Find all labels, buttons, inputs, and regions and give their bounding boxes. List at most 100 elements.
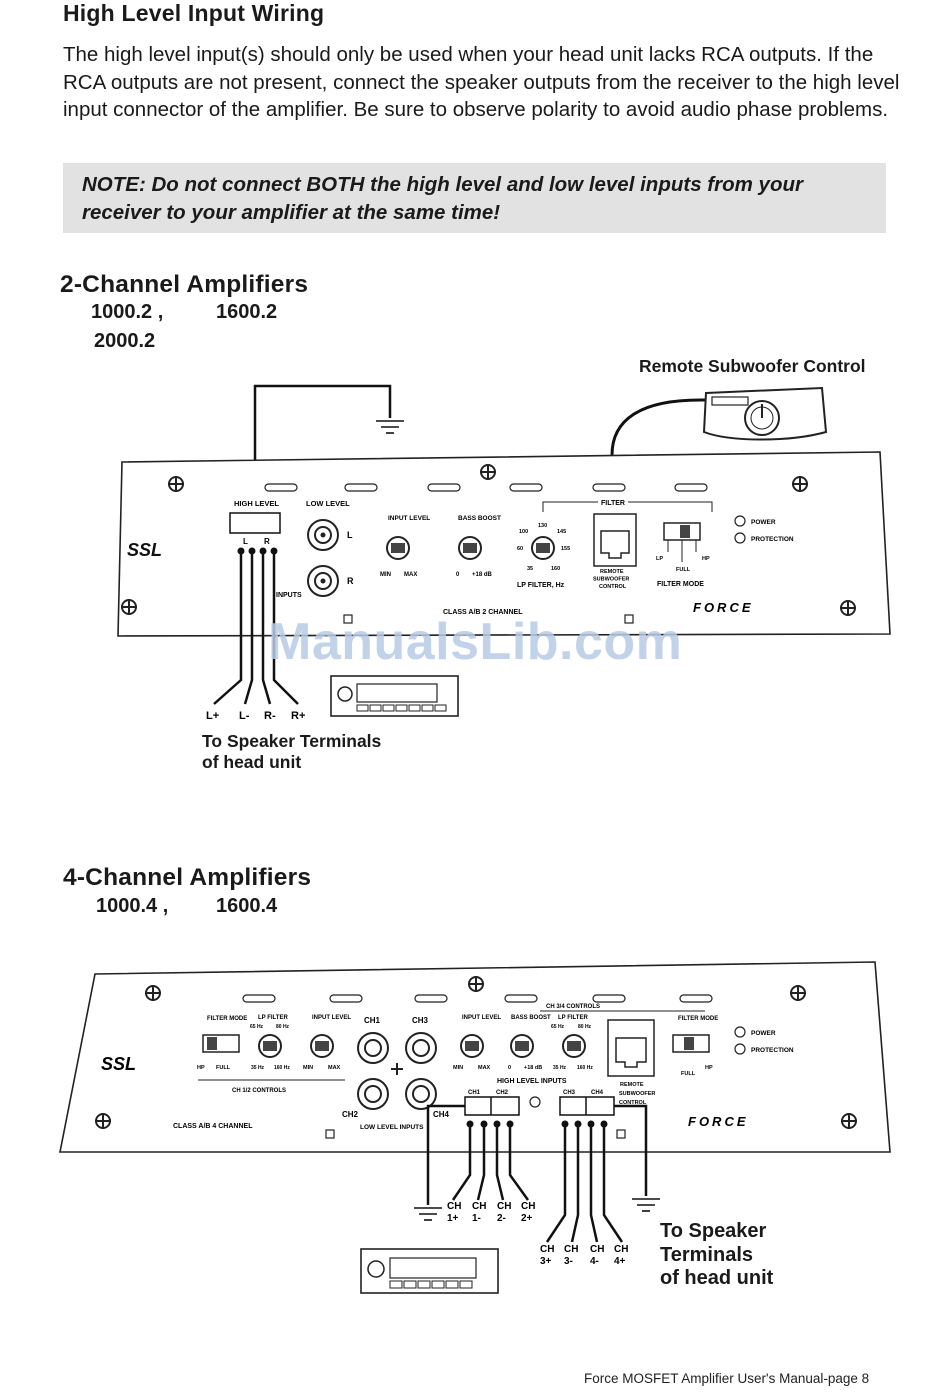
- speaker-terminals-label: To Speaker Terminals: [202, 731, 382, 751]
- page-footer: Force MOSFET Amplifier User's Manual-pag…: [584, 1371, 870, 1386]
- ground-symbol: [376, 420, 404, 434]
- freq-130: 130: [538, 523, 547, 529]
- power-led-4ch: [734, 1026, 746, 1038]
- class-label-4ch: CLASS A/B 4 CHANNEL: [173, 1123, 253, 1130]
- note-box: [63, 163, 886, 233]
- wire-1minus: 1-: [472, 1213, 481, 1224]
- mode-full-right: FULL: [681, 1071, 696, 1077]
- wire-4plus: 4+: [614, 1256, 626, 1267]
- protection-led-4ch: [734, 1043, 746, 1055]
- rca-jacks-4ch: [357, 1032, 437, 1110]
- model-1000-4: 1000.4 ,: [96, 895, 169, 917]
- ch4-label: CH4: [433, 1110, 450, 1119]
- svg-text:CH: CH: [540, 1244, 554, 1255]
- head-unit-label: of head unit: [202, 752, 302, 772]
- lp-filter-hz-label: LP FILTER, Hz: [517, 582, 565, 589]
- freq-155: 155: [561, 546, 570, 552]
- wire-2plus: 2+: [521, 1213, 533, 1224]
- bass-plus18-4ch: +18 dB: [524, 1065, 542, 1071]
- remote-jack: [593, 513, 637, 567]
- four-channel-heading: 4-Channel Amplifiers: [63, 864, 312, 891]
- screws: [121, 464, 856, 616]
- model-1600-2: 1600.2: [216, 301, 278, 323]
- filter-mode-4ch-right: FILTER MODE: [678, 1016, 718, 1022]
- ch3-label: CH3: [412, 1016, 429, 1025]
- svg-text:CH: CH: [590, 1244, 604, 1255]
- speaker-line-3: of head unit: [660, 1267, 774, 1289]
- freq-60: 60: [517, 546, 523, 552]
- watermark: ManualsLib.com: [268, 613, 683, 671]
- max-left: MAX: [328, 1065, 341, 1071]
- ch1-label: CH1: [364, 1016, 381, 1025]
- svg-text:CH: CH: [472, 1201, 486, 1212]
- filter-mode-4ch-left: FILTER MODE: [207, 1016, 247, 1022]
- min-left: MIN: [303, 1065, 313, 1071]
- force-logo-2ch: FORCE: [693, 600, 754, 615]
- bass-boost-4ch: BASS BOOST: [511, 1015, 551, 1021]
- input-level-knob-right: [460, 1034, 484, 1058]
- connector-r: R: [264, 537, 270, 546]
- hl-ch3: CH3: [563, 1090, 576, 1096]
- wire-1plus: 1+: [447, 1213, 459, 1224]
- filter-mode-label: FILTER MODE: [657, 581, 704, 588]
- remote-cable: [610, 398, 712, 520]
- input-level-right: INPUT LEVEL: [462, 1015, 501, 1021]
- remote-control-unit: [702, 386, 828, 441]
- speaker-wires-2ch: [213, 551, 299, 705]
- ssl-logo-4ch: SSL: [101, 1054, 136, 1074]
- bass-boost-knob: [458, 536, 482, 560]
- four-channel-diagram: SSL FILTER MODE HP FULL LP FILTER 65 Hz …: [59, 961, 891, 1294]
- rca-jack-left: [307, 519, 339, 551]
- input-level-left: INPUT LEVEL: [312, 1015, 351, 1021]
- model-1000-2: 1000.2 ,: [91, 301, 164, 323]
- two-channel-diagram: SSL HIGH LEVEL LOW LEVEL L R INPUTS L R …: [117, 384, 891, 722]
- intro-paragraph: The high level input(s) should only be u…: [63, 43, 900, 122]
- bass-boost-knob-4ch: [510, 1034, 534, 1058]
- mode-hp: HP: [702, 556, 710, 562]
- freq-100: 100: [519, 529, 528, 535]
- wire-3minus: 3-: [564, 1256, 573, 1267]
- ground-wire-4ch-left: [426, 1104, 465, 1205]
- freq-145: 145: [557, 529, 566, 535]
- freq-160: 160: [551, 566, 560, 572]
- rca-l-label: L: [347, 530, 353, 540]
- lp-filter-knob-right: [562, 1034, 586, 1058]
- high-level-inputs-label: HIGH LEVEL INPUTS: [497, 1078, 567, 1085]
- low-level-label: LOW LEVEL: [306, 499, 350, 508]
- remote-jack-4ch: [607, 1019, 655, 1077]
- lp-filter-right: LP FILTER: [558, 1015, 588, 1021]
- filter-switch-left: [202, 1034, 240, 1053]
- inputs-label: INPUTS: [276, 592, 302, 599]
- rca-jack-right: [307, 565, 339, 597]
- input-level-label: INPUT LEVEL: [388, 515, 430, 522]
- ch2-label: CH2: [342, 1110, 359, 1119]
- high-level-connector: [229, 512, 281, 534]
- class-label-2ch: CLASS A/B 2 CHANNEL: [443, 609, 523, 616]
- remote-subwoofer-label: Remote Subwoofer Control: [639, 356, 866, 376]
- vent-slots-4ch: [242, 994, 713, 1003]
- high-level-label: HIGH LEVEL: [234, 499, 279, 508]
- wire-l-minus: L-: [239, 710, 250, 722]
- bass-plus18: +18 dB: [472, 572, 493, 578]
- speaker-wires-ch12: [451, 1124, 530, 1201]
- max-right: MAX: [478, 1065, 491, 1071]
- model-1600-4: 1600.4: [216, 895, 278, 917]
- protection-led: [734, 532, 746, 544]
- input-level-knob: [386, 536, 410, 560]
- hl-ch4: CH4: [591, 1090, 604, 1096]
- hz65-right: 65 Hz: [551, 1024, 565, 1030]
- note-text: NOTE: Do not connect BOTH the high level…: [82, 173, 803, 224]
- hz160-left: 160 Hz: [274, 1065, 290, 1071]
- protection-label-4ch: PROTECTION: [751, 1047, 794, 1054]
- ch12-controls-label: CH 1/2 CONTROLS: [232, 1088, 286, 1094]
- bass-zero: 0: [456, 572, 460, 578]
- mode-full: FULL: [676, 567, 691, 573]
- ch34-controls-label: CH 3/4 CONTROLS: [546, 1004, 600, 1010]
- vent-slots: [264, 483, 708, 492]
- wire-r-plus: R+: [291, 710, 305, 722]
- wire-r-minus: R-: [264, 710, 276, 722]
- hz80-left: 80 Hz: [276, 1024, 290, 1030]
- ground-wire-4ch-right: [614, 1104, 648, 1196]
- connector-l: L: [243, 537, 248, 546]
